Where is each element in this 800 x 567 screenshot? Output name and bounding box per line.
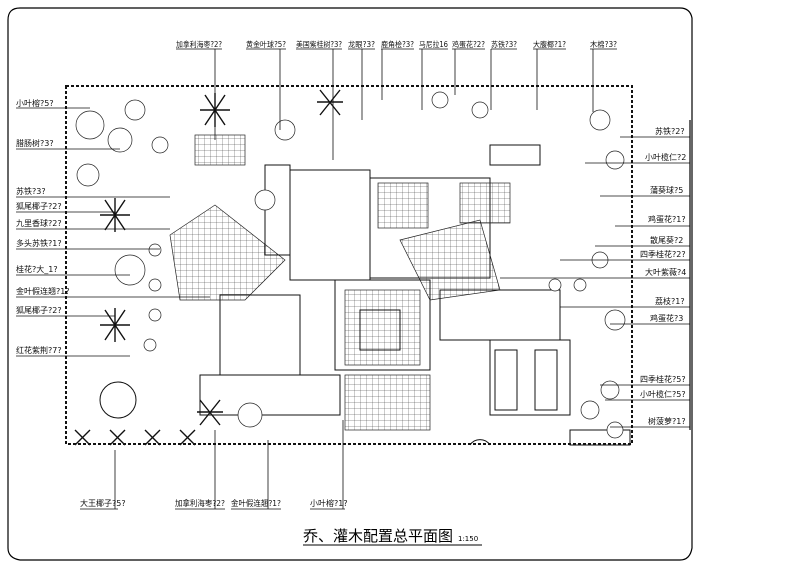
top-labels: 加拿利海枣?2? 黄金叶球?5? 美国紫桂树?3? 龙眼?3? 鹿角桧?3? 马… — [176, 39, 617, 160]
label-right-2: 蒲葵球?5 — [650, 185, 683, 195]
label-left-2: 苏铁?3? — [16, 186, 46, 196]
label-right-4: 散尾葵?2 — [650, 235, 683, 245]
tree-symbols — [75, 91, 626, 439]
label-right-10: 小叶榄仁?5? — [640, 389, 686, 399]
label-bottom-0: 大王椰子?5? — [80, 498, 126, 508]
building-plan — [99, 134, 631, 446]
label-top-3: 龙眼?3? — [348, 39, 375, 49]
label-left-1: 腊肠树?3? — [16, 138, 54, 148]
label-left-8: 狐尾椰子?2? — [16, 305, 62, 315]
label-right-0: 苏铁?2? — [655, 126, 685, 136]
label-right-6: 大叶紫薇?4 — [645, 267, 686, 277]
label-top-1: 黄金叶球?5? — [246, 39, 286, 49]
site-boundary — [65, 85, 633, 445]
label-top-5: 马尼拉16 — [419, 39, 448, 49]
label-right-3: 鸡蛋花?1? — [648, 214, 686, 224]
label-top-4: 鹿角桧?3? — [381, 39, 414, 49]
label-top-9: 木棉?3? — [590, 39, 617, 49]
label-left-7: 金叶假连翘?1? — [16, 286, 70, 296]
label-top-2: 美国紫桂树?3? — [296, 39, 342, 49]
right-labels: 苏铁?2? 小叶榄仁?2 蒲葵球?5 鸡蛋花?1? 散尾葵?2 四季桂花?2? … — [500, 126, 690, 428]
label-right-9: 四季桂花?5? — [640, 374, 686, 384]
label-top-0: 加拿利海枣?2? — [176, 39, 222, 49]
label-bottom-3: 小叶榕?1? — [310, 498, 348, 508]
label-left-9: 红花紫荆?7? — [16, 345, 62, 355]
label-right-7: 荔枝?1? — [655, 296, 685, 306]
label-top-6: 鸡蛋花?2? — [452, 39, 485, 49]
drawing-scale: 1:150 — [458, 535, 478, 543]
label-right-5: 四季桂花?2? — [640, 249, 686, 259]
label-bottom-1: 加拿利海枣?2? — [175, 498, 225, 508]
label-right-8: 鸡蛋花?3 — [650, 313, 683, 323]
label-left-6: 桂花?大_1? — [16, 264, 58, 274]
label-left-3: 狐尾椰子?2? — [16, 201, 62, 211]
bottom-labels: 大王椰子?5? 加拿利海枣?2? 金叶假连翘?1? 小叶榕?1? — [80, 420, 348, 510]
label-top-7: 苏铁?3? — [491, 39, 517, 49]
label-left-4: 九里香球?2? — [16, 218, 62, 228]
drawing-frame — [7, 7, 693, 561]
label-right-1: 小叶榄仁?2 — [645, 152, 686, 162]
left-labels: 小叶榕?5? 腊肠树?3? 苏铁?3? 狐尾椰子?2? 九里香球?2? 多头苏铁… — [16, 98, 210, 357]
label-right-11: 树菠萝?1? — [648, 416, 686, 426]
label-left-5: 多头苏铁?1? — [16, 238, 62, 248]
label-left-0: 小叶榕?5? — [16, 98, 54, 108]
label-top-8: 大腹椰?1? — [533, 39, 566, 49]
label-bottom-2: 金叶假连翘?1? — [231, 498, 281, 508]
drawing-title: 乔、灌木配置总平面图 — [303, 527, 453, 545]
